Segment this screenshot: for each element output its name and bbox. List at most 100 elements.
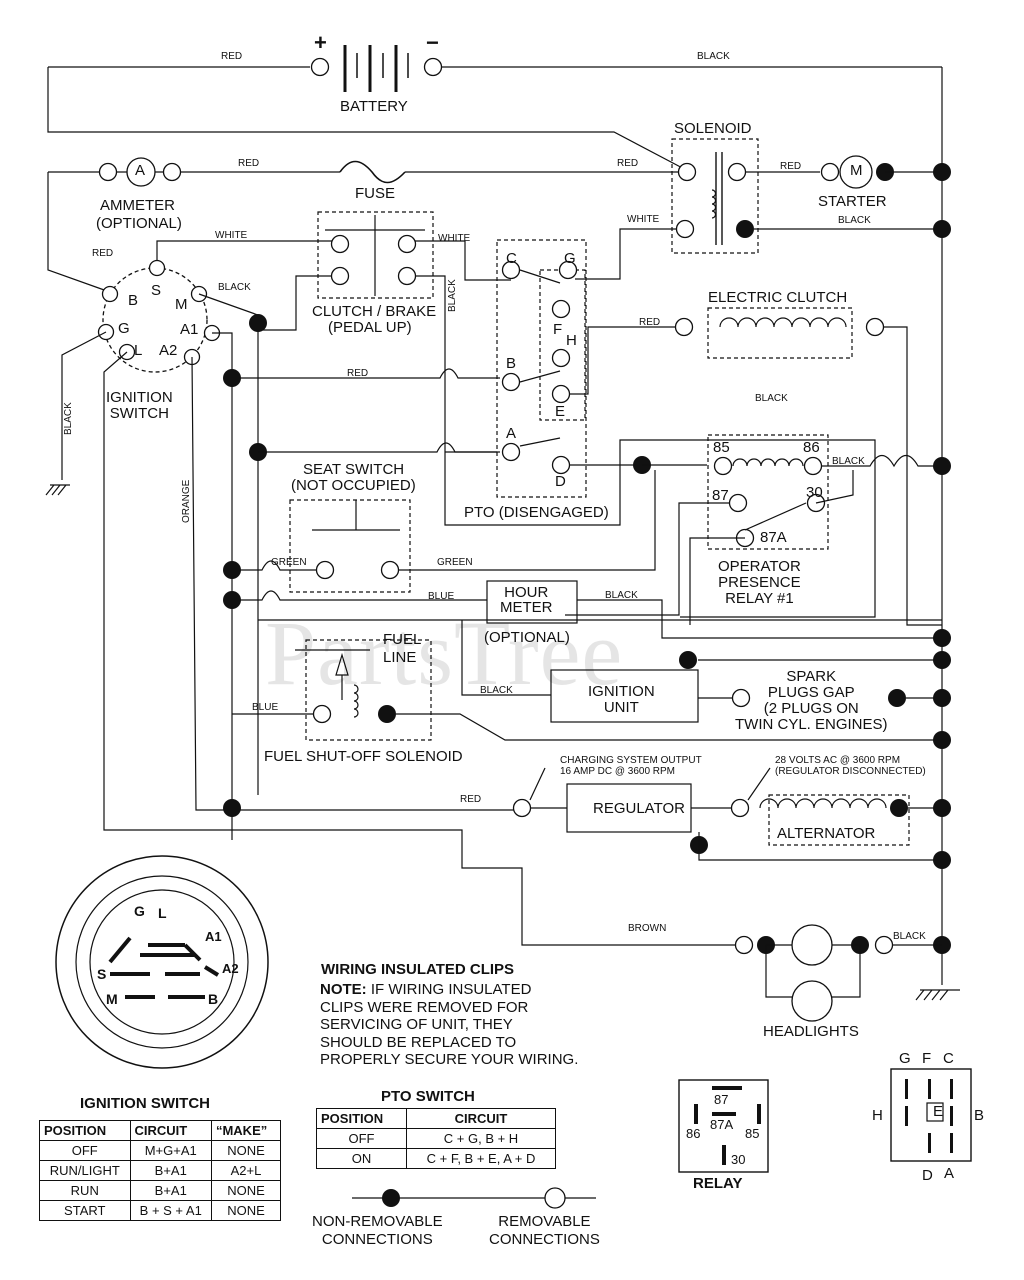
table-row: RUN/LIGHT B+A1 A2+L xyxy=(39,1160,282,1181)
ign-terminal-a1: A1 xyxy=(180,321,199,338)
ground-symbol xyxy=(45,484,70,496)
ign-face-b: B xyxy=(208,991,219,1007)
wire-label-red: RED xyxy=(639,317,661,328)
removable-connection xyxy=(330,234,350,254)
wire-label-red: RED xyxy=(617,158,639,169)
ign-terminal-m: M xyxy=(175,296,188,313)
pto-pin-g: G xyxy=(899,1050,911,1067)
table-header-row: POSITION CIRCUIT xyxy=(316,1108,556,1129)
relay-30-wire xyxy=(815,470,854,504)
charging-pointer xyxy=(529,767,546,801)
wire-label-blue: BLUE xyxy=(428,591,455,602)
pto-label: PTO (DISENGAGED) xyxy=(464,504,609,521)
relay-87a-wire xyxy=(689,537,745,625)
headlight-icon xyxy=(791,924,833,966)
header-circuit: CIRCUIT xyxy=(129,1120,212,1141)
clutch-brake-label: CLUTCH / BRAKE xyxy=(312,303,437,320)
green-wire xyxy=(399,470,656,571)
relay-terminal-87a: 87A xyxy=(760,529,787,546)
green-wire xyxy=(232,560,317,571)
relay-pin xyxy=(712,1112,736,1116)
note-body: IF WIRING INSULATED CLIPS WERE REMOVED F… xyxy=(320,981,579,1068)
ignition-black-bus xyxy=(198,293,259,795)
non-removable-connection xyxy=(933,457,951,475)
relay-pinout-title: RELAY xyxy=(693,1175,743,1192)
pto-pin-c: C xyxy=(943,1050,954,1067)
pto-pin xyxy=(950,1079,953,1099)
ignition-l-brown xyxy=(103,351,742,946)
pto-pin-f: F xyxy=(922,1050,932,1067)
cell: C + G, B + H xyxy=(406,1128,556,1149)
non-removable-connection xyxy=(933,220,951,238)
wire-label-brown: BROWN xyxy=(628,923,667,934)
cell: ON xyxy=(316,1148,407,1169)
wire-label-white: WHITE xyxy=(438,233,471,244)
pto-switch-table: POSITION CIRCUIT OFF C + G, B + H ON C +… xyxy=(316,1108,556,1169)
ammeter-feed xyxy=(47,172,108,292)
clutch-black-wire xyxy=(258,275,331,331)
relay-pin-86: 86 xyxy=(686,1126,701,1141)
wire-label-red: RED xyxy=(238,158,260,169)
note-title: WIRING INSULATED CLIPS xyxy=(321,961,515,978)
hour-meter-black xyxy=(577,599,942,639)
non-removable-connection xyxy=(223,799,241,817)
wire-label-white: WHITE xyxy=(215,230,248,241)
wire-label-black: BLACK xyxy=(605,590,638,601)
wire-label-black: BLACK xyxy=(838,215,871,226)
fuel-line-label: FUEL LINE xyxy=(383,631,422,666)
cell: NONE xyxy=(210,1180,282,1201)
alternator-label: ALTERNATOR xyxy=(777,825,876,842)
ignition-switch-label: IGNITION SWITCH xyxy=(106,389,173,422)
pto-pin xyxy=(905,1106,908,1126)
white-wire xyxy=(575,228,676,280)
table-row: OFF M+G+A1 NONE xyxy=(39,1140,282,1161)
pto-pin xyxy=(950,1133,953,1153)
clutch-brake-contacts xyxy=(325,215,425,296)
ignition-unit-label: IGNITION UNIT xyxy=(588,683,655,716)
charging-note: CHARGING SYSTEM OUTPUT 16 AMP DC @ 3600 … xyxy=(560,755,702,777)
wire-label-black: BLACK xyxy=(447,279,458,312)
solenoid-label: SOLENOID xyxy=(674,120,752,137)
battery-plus-sign: + xyxy=(314,30,327,55)
ign-terminal-s: S xyxy=(151,282,162,299)
blue-wire xyxy=(232,590,487,601)
wire-label-red: RED xyxy=(780,161,802,172)
non-removable-connection xyxy=(933,851,951,869)
relay-pin xyxy=(712,1086,742,1090)
battery-label: BATTERY xyxy=(340,98,408,115)
removable-connection xyxy=(551,299,571,319)
cell: OFF xyxy=(39,1140,131,1161)
wire-label-black: BLACK xyxy=(218,282,251,293)
non-removable-connection xyxy=(223,369,241,387)
removable-connection xyxy=(397,234,417,254)
cell: M+G+A1 xyxy=(129,1140,212,1161)
cell: C + F, B + E, A + D xyxy=(406,1148,556,1169)
removable-connection xyxy=(728,493,748,513)
ign-face-contact xyxy=(108,936,132,964)
fuel-line-arrow xyxy=(335,652,349,700)
pto-pin-d: D xyxy=(922,1167,933,1184)
header-circuit: CIRCUIT xyxy=(406,1108,556,1129)
wire-label-red: RED xyxy=(221,51,243,62)
pto-terminal-h: H xyxy=(566,332,577,349)
pto-terminal-f: F xyxy=(553,321,563,338)
coil-winding xyxy=(711,189,717,219)
pto-pin-e: E xyxy=(933,1103,944,1120)
non-removable-connection xyxy=(933,731,951,749)
ign-terminal-a2: A2 xyxy=(159,342,178,359)
ammeter-symbol: A xyxy=(135,162,146,179)
note-lead: NOTE: xyxy=(320,981,367,998)
coil-winding xyxy=(353,684,359,718)
removable-connection xyxy=(727,162,747,182)
orange-red-wire xyxy=(191,356,522,811)
non-removable-connection xyxy=(933,689,951,707)
table-header-row: POSITION CIRCUIT “MAKE” xyxy=(39,1120,282,1141)
wire-label-black: BLACK xyxy=(480,685,513,696)
white-wire xyxy=(156,240,511,281)
legend-removable: REMOVABLE CONNECTIONS xyxy=(489,1213,600,1248)
pto-pin-h: H xyxy=(872,1107,883,1124)
removable-connection xyxy=(501,260,521,280)
removable-connection xyxy=(148,259,166,277)
cell: OFF xyxy=(316,1128,407,1149)
wire-label-orange: ORANGE xyxy=(181,479,192,523)
